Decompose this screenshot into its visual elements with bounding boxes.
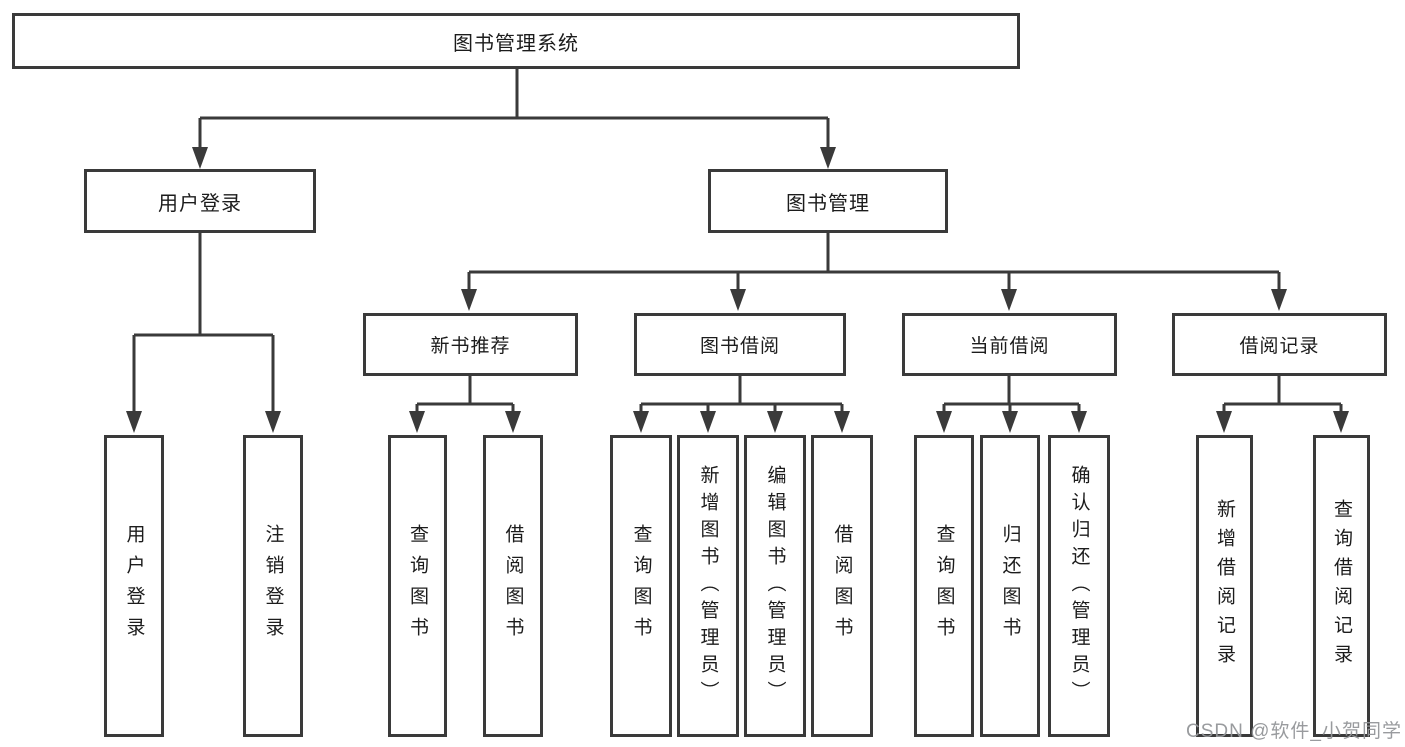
node-book-management-label: 图书管理 — [786, 192, 870, 215]
node-book-borrow: 图书借阅 — [634, 313, 846, 376]
leaf-current-query-books-label: 查询图书 — [933, 524, 955, 648]
leaf-borrow-query-books: 查询图书 — [610, 435, 672, 737]
leaf-newbook-borrow-books-label: 借阅图书 — [502, 524, 524, 648]
leaf-user-login-label: 用户登录 — [123, 524, 145, 648]
node-new-book-recommend-label: 新书推荐 — [430, 336, 511, 357]
node-current-borrow: 当前借阅 — [902, 313, 1117, 376]
leaf-records-add-record: 新增借阅记录 — [1196, 435, 1253, 737]
leaf-newbook-borrow-books: 借阅图书 — [483, 435, 543, 737]
watermark: CSDN @软件_小贺同学 — [1186, 721, 1402, 742]
leaf-current-query-books: 查询图书 — [914, 435, 974, 737]
leaf-borrow-add-books-admin: 新增图书（管理员） — [677, 435, 739, 737]
leaf-borrow-add-books-admin-label: 新增图书（管理员） — [697, 464, 719, 708]
leaf-logout-label: 注销登录 — [262, 524, 284, 648]
leaf-borrow-edit-books-admin-label: 编辑图书（管理员） — [764, 464, 786, 708]
leaf-user-login: 用户登录 — [104, 435, 164, 737]
leaf-borrow-query-books-label: 查询图书 — [630, 524, 652, 648]
root-node-label: 图书管理系统 — [453, 32, 579, 55]
node-user-login: 用户登录 — [84, 169, 316, 233]
node-book-borrow-label: 图书借阅 — [699, 336, 780, 357]
leaf-borrow-borrow-books: 借阅图书 — [811, 435, 873, 737]
node-borrow-records: 借阅记录 — [1172, 313, 1387, 376]
node-new-book-recommend: 新书推荐 — [363, 313, 578, 376]
node-borrow-records-label: 借阅记录 — [1239, 336, 1320, 357]
leaf-current-confirm-return-admin-label: 确认归还（管理员） — [1068, 464, 1090, 708]
leaf-borrow-edit-books-admin: 编辑图书（管理员） — [744, 435, 806, 737]
node-current-borrow-label: 当前借阅 — [969, 336, 1050, 357]
leaf-records-add-record-label: 新增借阅记录 — [1214, 499, 1235, 673]
node-book-management: 图书管理 — [708, 169, 948, 233]
leaf-records-query-record: 查询借阅记录 — [1313, 435, 1370, 737]
leaf-newbook-query-books: 查询图书 — [388, 435, 447, 737]
leaf-newbook-query-books-label: 查询图书 — [407, 524, 428, 648]
node-user-login-label: 用户登录 — [158, 192, 242, 215]
leaf-current-return-books-label: 归还图书 — [999, 524, 1021, 648]
leaf-current-confirm-return-admin: 确认归还（管理员） — [1048, 435, 1110, 737]
root-node: 图书管理系统 — [12, 13, 1020, 69]
leaf-current-return-books: 归还图书 — [980, 435, 1040, 737]
leaf-logout: 注销登录 — [243, 435, 303, 737]
leaf-borrow-borrow-books-label: 借阅图书 — [831, 524, 853, 648]
leaf-records-query-record-label: 查询借阅记录 — [1331, 499, 1352, 673]
